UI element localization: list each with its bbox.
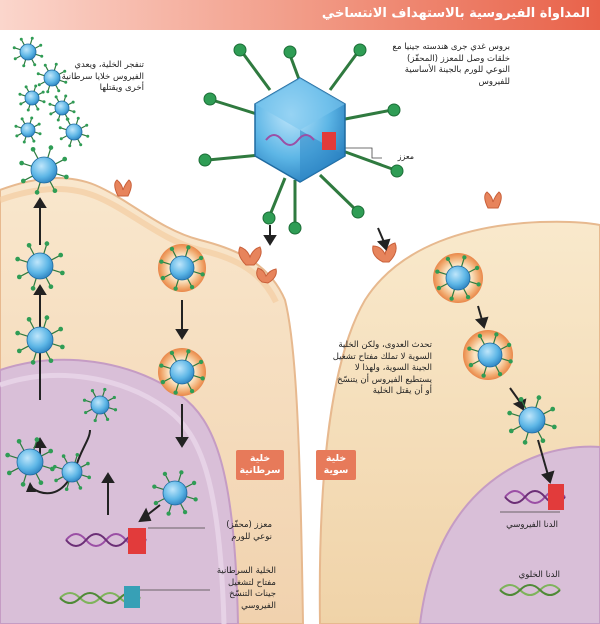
normal-cell-tag: خلية سوية: [323, 453, 349, 476]
small-virus: [12, 36, 44, 68]
normal-cell-description: تحدث العدوى، ولكن الخلية السوية لا تملك …: [332, 340, 432, 396]
small-virus: [58, 116, 90, 148]
small-virus: [15, 241, 65, 291]
normal-cell-tag-bg: [316, 450, 356, 480]
cancer-cell-nucleus: [0, 358, 240, 624]
title-bar-bg: [0, 0, 600, 30]
engineered-virus: [198, 43, 404, 235]
promoter-block-normal: [548, 484, 564, 510]
small-virus: [53, 453, 91, 491]
cancer-cell-tag-bg: [236, 450, 284, 480]
engineered-virus-label: بروس غدي جرى هندسته جينيا مع خلقات وصل ل…: [392, 42, 510, 87]
small-virus-group: [5, 36, 557, 516]
promoter-small-label: معزز: [397, 152, 414, 161]
tumor-promoter-label: معزز (محفّز) نوعي للورم: [226, 520, 272, 542]
release-label: تنفجر الخلية، ويعدي الفيروس خلايا سرطاني…: [61, 60, 144, 93]
page-title: المداواة الفيروسية بالاستهداف الانتساخي: [321, 6, 590, 21]
activator-block: [124, 586, 140, 608]
tumor-cell-description: الخلية السرطانية مفتاح لتشغيل جينات التن…: [216, 566, 276, 611]
cell-dna-label: الدنا الخلوي: [518, 570, 560, 580]
small-virus: [507, 395, 557, 445]
small-virus: [18, 84, 46, 112]
small-virus: [159, 349, 205, 395]
small-virus: [15, 315, 65, 365]
small-virus: [48, 94, 76, 122]
small-virus: [5, 437, 55, 487]
cancer-cell-tag: خلية سرطانية: [239, 453, 281, 476]
promoter-block-cancer: [128, 528, 146, 554]
small-virus: [36, 62, 68, 94]
small-virus: [435, 255, 481, 301]
small-virus: [467, 332, 513, 378]
small-virus: [19, 145, 69, 195]
small-virus: [152, 470, 198, 516]
viral-dna-label: الدنا الفيروسي: [506, 520, 558, 530]
small-virus: [82, 387, 118, 423]
small-virus: [14, 116, 42, 144]
small-virus: [159, 245, 205, 291]
